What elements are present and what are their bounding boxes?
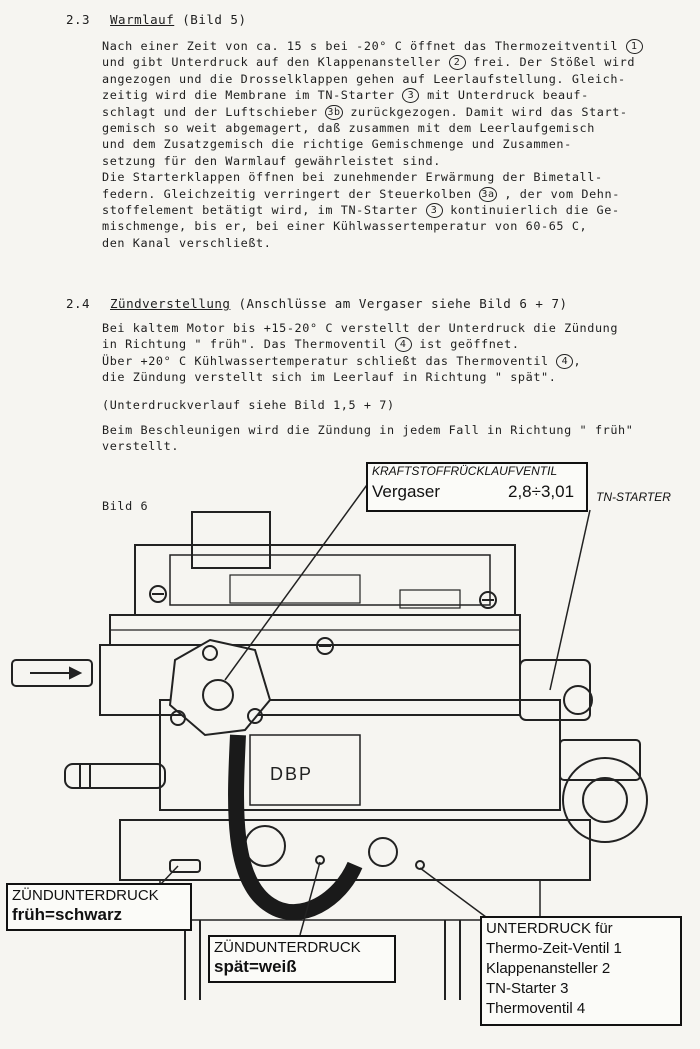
- text-line: die Zündung verstellt sich im Leerlauf i…: [102, 369, 682, 385]
- text-line: setzung für den Warmlauf gewährleistet s…: [102, 153, 682, 169]
- text-segment: stoffelement betätigt wird, im TN-Starte…: [102, 203, 426, 218]
- text-segment: mischmenge, bis er, bei einer Kühlwasser…: [102, 219, 588, 234]
- text-segment: mit Unterdruck beauf-: [419, 88, 589, 103]
- text-segment: Nach einer Zeit von ca. 15 s bei -20° C …: [102, 39, 626, 53]
- text-segment: angezogen und die Drosselklappen gehen a…: [102, 71, 626, 86]
- text-segment: gemisch so weit abgemagert, daß zusammen…: [102, 121, 595, 136]
- text-segment: Beim Beschleunigen wird die Zündung in j…: [102, 423, 634, 437]
- text-segment: ist geöffnet.: [411, 337, 520, 352]
- section-2-3-text: Nach einer Zeit von ca. 15 s bei -20° C …: [102, 38, 682, 251]
- reference-number-circle: 3: [425, 203, 443, 219]
- section-2-4-heading: 2.4 Zündverstellung (Anschlüsse am Verga…: [66, 296, 568, 311]
- text-line: federn. Gleichzeitig verringert der Steu…: [102, 186, 682, 202]
- text-segment: Bei kaltem Motor bis +15-20° C verstellt…: [102, 321, 619, 335]
- reference-number-circle: 3: [402, 88, 420, 104]
- section-ref: (Bild 5): [182, 12, 247, 27]
- text-segment: zeitig wird die Membrane im TN-Starter: [102, 88, 403, 103]
- text-line: zeitig wird die Membrane im TN-Starter 3…: [102, 87, 682, 104]
- text-line: und gibt Unterdruck auf den Klappenanste…: [102, 54, 682, 71]
- section-2-4-note: (Unterdruckverlauf siehe Bild 1,5 + 7): [102, 398, 395, 412]
- figure-caption: Bild 6: [102, 499, 149, 513]
- section-number: 2.3: [66, 12, 91, 27]
- text-segment: und gibt Unterdruck auf den Klappenanste…: [102, 55, 449, 70]
- text-segment: Über +20° C Kühlwassertemperatur schließ…: [102, 353, 557, 368]
- text-line: stoffelement betätigt wird, im TN-Starte…: [102, 202, 682, 219]
- section-2-4-text-2: Beim Beschleunigen wird die Zündung in j…: [102, 422, 682, 455]
- text-segment: zurückgezogen. Damit wird das Start-: [342, 104, 628, 119]
- text-segment: Die Starterklappen öffnen bei zunehmende…: [102, 170, 603, 185]
- text-segment: verstellt.: [102, 439, 180, 454]
- reference-number-circle: 4: [556, 353, 574, 369]
- section-2-4-text: Bei kaltem Motor bis +15-20° C verstellt…: [102, 320, 682, 386]
- vacuum-late-label: ZÜNDUNTERDRUCK spät=weiß: [208, 935, 396, 983]
- reference-number-circle: 4: [394, 337, 412, 353]
- text-line: Die Starterklappen öffnen bei zunehmende…: [102, 169, 682, 185]
- reference-number-circle: 2: [448, 55, 466, 71]
- vacuum-early-label: ZÜNDUNTERDRUCK früh=schwarz: [6, 883, 192, 931]
- section-number: 2.4: [66, 296, 91, 311]
- text-line: den Kanal verschließt.: [102, 235, 682, 251]
- section-title: Zündverstellung: [110, 296, 231, 311]
- text-segment: und dem Zusatzgemisch die richtige Gemis…: [102, 137, 572, 152]
- tn-starter-label: TN-STARTER: [596, 490, 671, 504]
- section-title: Warmlauf: [110, 12, 175, 27]
- section-2-3-heading: 2.3 Warmlauf (Bild 5): [66, 12, 247, 27]
- text-line: mischmenge, bis er, bei einer Kühlwasser…: [102, 218, 682, 234]
- text-segment: den Kanal verschließt.: [102, 235, 272, 250]
- reference-number-circle: 1: [625, 39, 643, 54]
- text-segment: in Richtung " früh". Das Thermoventil: [102, 337, 395, 352]
- text-segment: schlagt und der Luftschieber: [102, 104, 326, 119]
- reference-number-circle: 3a: [479, 186, 497, 202]
- body-marking: DBP: [270, 764, 313, 784]
- vacuum-supply-label: UNTERDRUCK für Thermo-Zeit-Ventil 1 Klap…: [480, 916, 682, 1026]
- text-segment: kontinuierlich die Ge-: [442, 203, 620, 218]
- text-segment: federn. Gleichzeitig verringert der Steu…: [102, 186, 480, 201]
- text-line: Nach einer Zeit von ca. 15 s bei -20° C …: [102, 38, 682, 54]
- reference-number-circle: 3b: [325, 104, 343, 120]
- text-line: Über +20° C Kühlwassertemperatur schließ…: [102, 353, 682, 369]
- text-line: gemisch so weit abgemagert, daß zusammen…: [102, 120, 682, 136]
- text-line: in Richtung " früh". Das Thermoventil 4 …: [102, 336, 682, 353]
- text-segment: setzung für den Warmlauf gewährleistet s…: [102, 153, 441, 168]
- text-line: angezogen und die Drosselklappen gehen a…: [102, 71, 682, 87]
- text-segment: ,: [573, 353, 582, 368]
- section-ref: (Anschlüsse am Vergaser siehe Bild 6 + 7…: [238, 296, 568, 311]
- text-line: verstellt.: [102, 438, 682, 454]
- text-segment: frei. Der Stößel wird: [465, 55, 636, 70]
- text-segment: die Zündung verstellt sich im Leerlauf i…: [102, 370, 557, 385]
- text-segment: , der vom Dehn-: [496, 186, 620, 201]
- text-line: und dem Zusatzgemisch die richtige Gemis…: [102, 136, 682, 152]
- text-line: schlagt und der Luftschieber 3b zurückge…: [102, 104, 682, 120]
- text-line: Bei kaltem Motor bis +15-20° C verstellt…: [102, 320, 682, 336]
- return-valve-label: KRAFTSTOFFRÜCKLAUFVENTIL Vergaser 2,8÷3,…: [366, 462, 588, 512]
- text-line: Beim Beschleunigen wird die Zündung in j…: [102, 422, 682, 438]
